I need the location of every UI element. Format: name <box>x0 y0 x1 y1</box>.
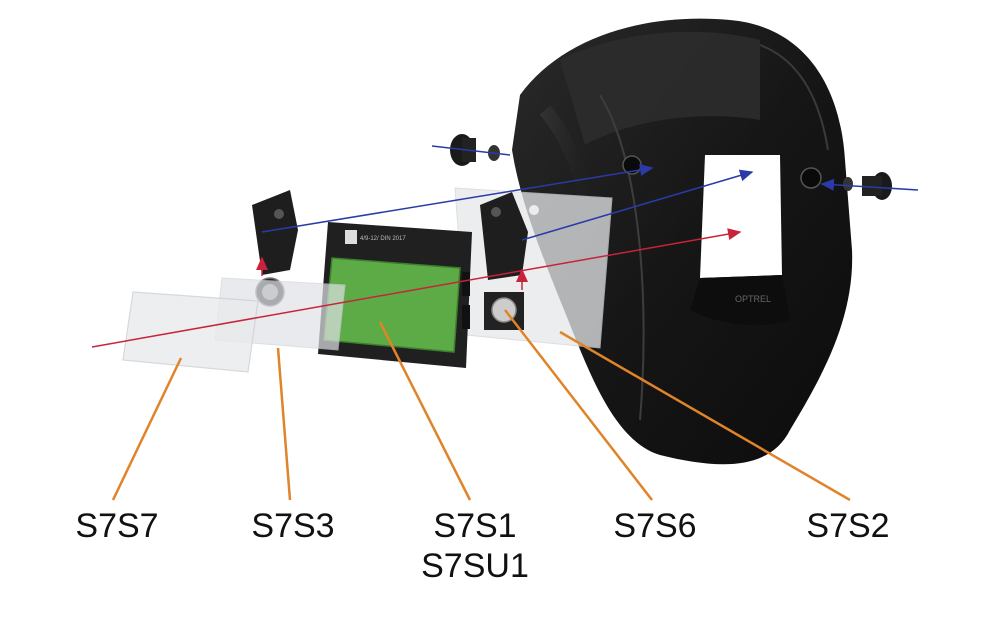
helmet-mark: OPTREL <box>735 294 771 304</box>
leader-lines <box>111 309 851 502</box>
outer-cover-lens <box>122 291 259 373</box>
adf-cartridge: 4/9-12/ DIN 2017 <box>318 222 472 368</box>
label-s7s1-text: S7S1 <box>433 507 517 545</box>
label-s7s3-text: S7S3 <box>251 507 335 545</box>
label-s7s2-text: S7S2 <box>806 507 890 545</box>
left-knob-assembly <box>450 134 500 166</box>
label-s7su1-text: S7SU1 <box>421 547 529 585</box>
label-s7s6-text: S7S6 <box>613 507 697 545</box>
leader-s7s3 <box>276 347 292 501</box>
battery-holder <box>484 292 524 330</box>
leader-s7s2 <box>559 330 851 502</box>
label-s7s6: S7S6 <box>600 506 710 546</box>
cartridge-text: 4/9-12/ DIN 2017 <box>360 236 406 242</box>
leader-s7s6 <box>504 309 653 501</box>
label-s7s1: S7S1 S7SU1 <box>405 506 545 586</box>
right-knob-assembly <box>843 172 892 200</box>
label-s7s2: S7S2 <box>793 506 903 546</box>
assembly-arrows <box>91 145 919 348</box>
label-s7s7-text: S7S7 <box>75 507 159 545</box>
leader-s7s1 <box>378 321 472 501</box>
right-bracket <box>480 192 528 280</box>
label-s7s3: S7S3 <box>238 506 348 546</box>
leader-s7s7 <box>111 357 183 501</box>
label-s7s7: S7S7 <box>62 506 172 546</box>
